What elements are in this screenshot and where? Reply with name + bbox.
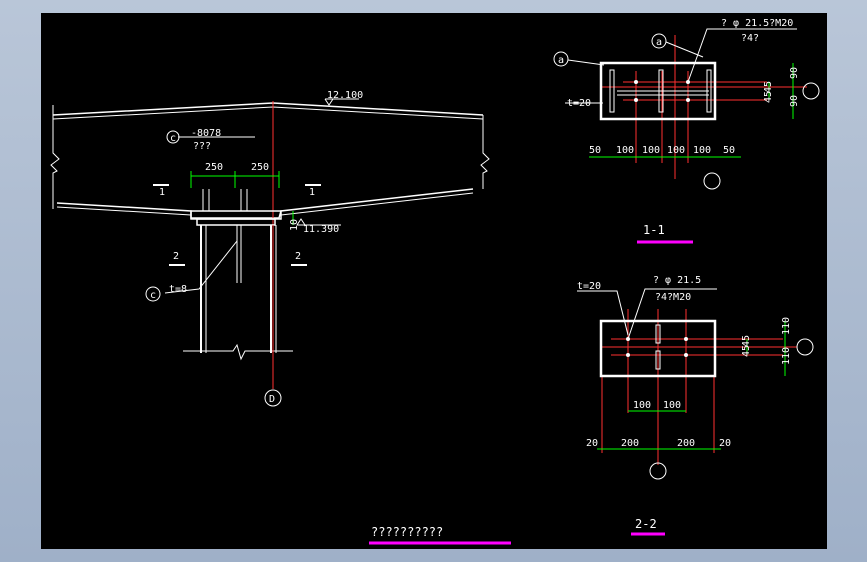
section-2-left-text: 2 (173, 251, 179, 262)
section-marks (153, 184, 321, 266)
section-1-1 (553, 28, 820, 190)
dim-10-text: 10 (289, 219, 300, 231)
s11-bolt-note: ?4? (741, 33, 759, 44)
s11-dim-ri-1: 45 (763, 81, 774, 93)
sheet-title: ?????????? (371, 525, 443, 539)
s22-dim-b-3: 200 (677, 438, 695, 449)
rafter-top-flange (52, 102, 484, 116)
elevation-view (50, 101, 490, 389)
s11-dim-b-2: 100 (616, 145, 634, 156)
callout-c-top-circle (166, 130, 180, 144)
s11-bolt (686, 80, 690, 84)
s22-bolt (684, 337, 688, 341)
callout-c-top-text: c (170, 133, 176, 144)
s22-dim-b-2: 200 (621, 438, 639, 449)
s11-bolt (634, 80, 638, 84)
elevation-elev-markers (296, 98, 359, 226)
s22-axis-bubble-right (796, 338, 814, 356)
plate-mark-text: -8078 (191, 128, 221, 139)
s22-bolt-note: ?4?M20 (655, 292, 691, 303)
column-break (183, 343, 293, 361)
s11-bolt-label: ? φ 21.5?M20 (721, 18, 793, 29)
elev-top-triangle (324, 98, 334, 106)
s11-bolt (686, 98, 690, 102)
s11-dim-b-6: 50 (723, 145, 735, 156)
s22-bolt (626, 353, 630, 357)
elevation-callouts (145, 130, 282, 407)
s11-axis-bubble-bottom (703, 172, 721, 190)
s11-callout-a2: a (656, 37, 662, 48)
rafter-bottom-flange-2 (56, 206, 192, 216)
s22-stiffener-top (655, 324, 661, 344)
s11-bolt (634, 98, 638, 102)
axis-d-circle (264, 389, 282, 407)
s11-dim-b-5: 100 (693, 145, 711, 156)
s11-bolt-leader (687, 28, 797, 83)
weld-leader (164, 240, 238, 294)
callout-c-bottom-circle (145, 286, 161, 302)
section-2-2 (577, 288, 814, 480)
s22-dim-ri-2: 45 (741, 345, 752, 357)
section-1-right-text: 1 (309, 187, 315, 198)
s22-dim-b-1: 20 (586, 438, 598, 449)
s11-callout-a2-circle (651, 33, 667, 49)
elev-bot-triangle (296, 218, 306, 226)
s11-a1-leader (567, 59, 605, 66)
s22-bolt (626, 337, 630, 341)
s22-t-leader (577, 290, 629, 336)
s11-thickness: t=20 (567, 98, 591, 109)
top-elevation-text: 12.100 (327, 90, 363, 101)
s11-plate (599, 61, 717, 121)
elevation-dimensions (190, 171, 294, 225)
break-line-left (50, 105, 60, 209)
s11-callout-a1-circle (553, 51, 569, 67)
s11-stiffener-1 (609, 69, 615, 113)
dim-250-left-text: 250 (205, 162, 223, 173)
s22-bolt (684, 353, 688, 357)
section-1-left-text: 1 (159, 187, 165, 198)
drawing-svg: 12.100 11.390 -8078 ??? 250 250 10 1 1 2… (50, 18, 820, 545)
rafter-top-flange-2 (52, 106, 484, 120)
s22-stiffener-bottom (655, 350, 661, 370)
plate-note-text: ??? (193, 141, 211, 152)
dim-250-right-text: 250 (251, 162, 269, 173)
s22-bolt-label: ? φ 21.5 (653, 275, 701, 286)
break-line-right (480, 115, 490, 189)
s22-bolt-leader (627, 288, 717, 340)
s22-plate (599, 319, 717, 378)
s11-title: 1-1 (643, 223, 665, 237)
drawing-canvas[interactable]: 12.100 11.390 -8078 ??? 250 250 10 1 1 2… (41, 13, 827, 549)
s22-dim-m-2: 100 (663, 400, 681, 411)
s11-dim-r-2: 90 (789, 95, 800, 107)
s22-dim-ri-1: 45 (741, 335, 752, 347)
s11-dim-b-1: 50 (589, 145, 601, 156)
s22-axis-bubble-bottom (649, 462, 667, 480)
weld-thickness-text: t=8 (169, 284, 187, 295)
rafter-bottom-flange-3 (280, 192, 474, 216)
callout-c-bottom-text: c (150, 290, 156, 301)
bottom-elevation-text: 11.390 (303, 224, 339, 235)
section-2-right-text: 2 (295, 251, 301, 262)
s11-dim-ri-2: 45 (763, 91, 774, 103)
s22-dim-r-2: 110 (781, 347, 792, 365)
s11-dim-b-4: 100 (667, 145, 685, 156)
s11-axis-bubble-right (802, 82, 820, 100)
s11-dim-r-1: 90 (789, 67, 800, 79)
s11-dim-b-3: 100 (642, 145, 660, 156)
s11-a2-leader (665, 41, 704, 58)
s22-dim-r-1: 110 (781, 317, 792, 335)
s22-dim-m-1: 100 (633, 400, 651, 411)
cap-plate (196, 218, 276, 226)
s11-callout-a1: a (558, 55, 564, 66)
s22-dim-b-4: 20 (719, 438, 731, 449)
s22-thickness: t=20 (577, 281, 601, 292)
axis-d-text: D (269, 394, 275, 405)
s22-title: 2-2 (635, 517, 657, 531)
rafter-bottom-flange (56, 188, 474, 219)
